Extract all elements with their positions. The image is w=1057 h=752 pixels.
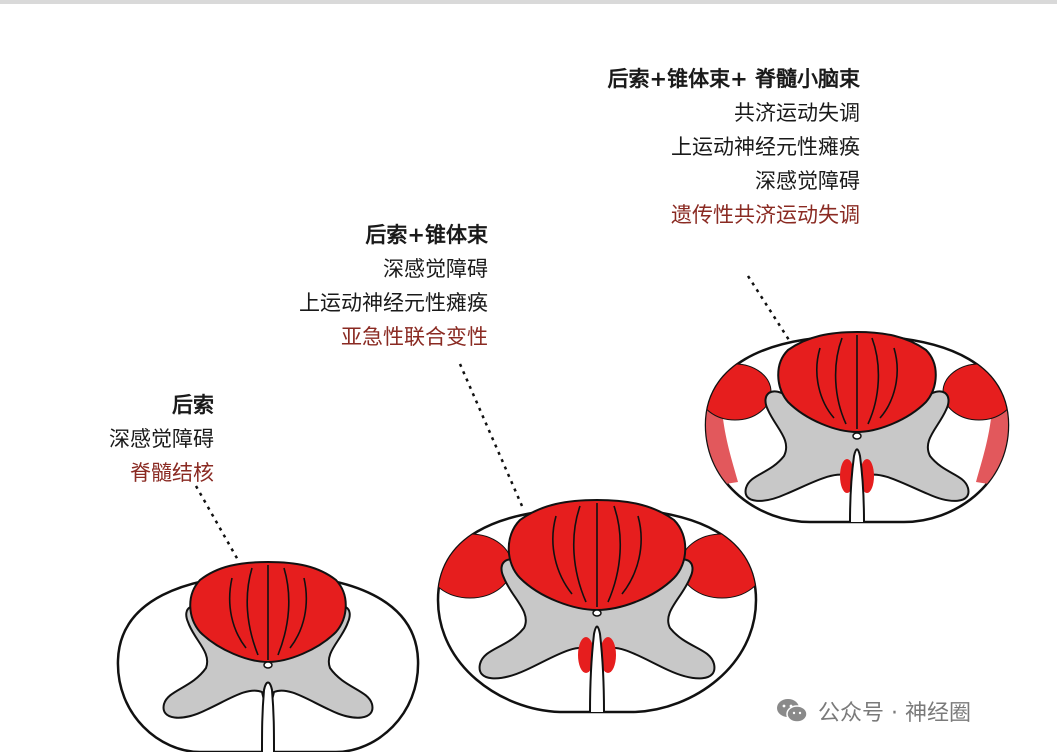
spinal-cord-panel-1 <box>116 560 420 752</box>
label-panel-3: 后索+锥体束+ 脊髓小脑束 共济运动失调 上运动神经元性瘫痪 深感觉障碍 遗传性… <box>607 62 860 232</box>
watermark: 公众号 · 神经圈 <box>776 693 971 729</box>
panel-3-disease: 遗传性共济运动失调 <box>671 203 860 227</box>
wechat-icon <box>777 699 808 723</box>
watermark-text: 公众号 · 神经圈 <box>818 701 971 726</box>
panel-1-symptom-1: 深感觉障碍 <box>109 427 214 451</box>
label-panel-2: 后索+锥体束 深感觉障碍 上运动神经元性瘫痪 亚急性联合变性 <box>299 218 488 354</box>
lateral-corticospinal-lesion-left-2 <box>438 533 513 599</box>
panel-1-disease: 脊髓结核 <box>130 461 214 485</box>
panel-3-title: 后索+锥体束+ 脊髓小脑束 <box>607 67 860 91</box>
leader-line-panel-1 <box>194 485 240 561</box>
panel-2-symptom-2: 上运动神经元性瘫痪 <box>299 291 488 315</box>
leader-line-panel-2 <box>458 363 524 507</box>
lateral-corticospinal-lesion-right-3 <box>942 363 1008 421</box>
panel-1-title: 后索 <box>172 393 214 417</box>
top-divider <box>0 0 1057 4</box>
spinal-cord-panel-3 <box>704 330 1010 524</box>
panel-2-title: 后索+锥体束 <box>365 223 488 247</box>
central-canal-2 <box>592 609 602 617</box>
panel-2-disease: 亚急性联合变性 <box>341 325 488 349</box>
central-canal-1 <box>263 661 273 669</box>
anterior-median-fissure-3 <box>849 448 865 523</box>
anterior-corticospinal-lesion-right-2 <box>600 637 616 673</box>
panel-2-symptom-1: 深感觉障碍 <box>383 257 488 281</box>
anterior-median-fissure-1 <box>261 681 275 752</box>
panel-3-symptom-2: 上运动神经元性瘫痪 <box>671 135 860 159</box>
spinal-cord-panel-2 <box>436 498 758 714</box>
panel-3-symptom-3: 深感觉障碍 <box>755 169 860 193</box>
central-canal-3 <box>852 432 862 440</box>
anterior-median-fissure-2 <box>589 625 605 713</box>
anterior-corticospinal-lesion-left-2 <box>578 637 594 673</box>
leader-line-panel-3 <box>746 275 791 341</box>
lateral-corticospinal-lesion-left-3 <box>706 363 772 421</box>
panel-3-symptom-1: 共济运动失调 <box>734 101 860 125</box>
posterior-column-septa-1 <box>228 565 308 660</box>
label-panel-1: 后索 深感觉障碍 脊髓结核 <box>109 388 214 490</box>
posterior-column-septa-3 <box>816 335 898 429</box>
posterior-column-septa-2 <box>552 503 642 607</box>
